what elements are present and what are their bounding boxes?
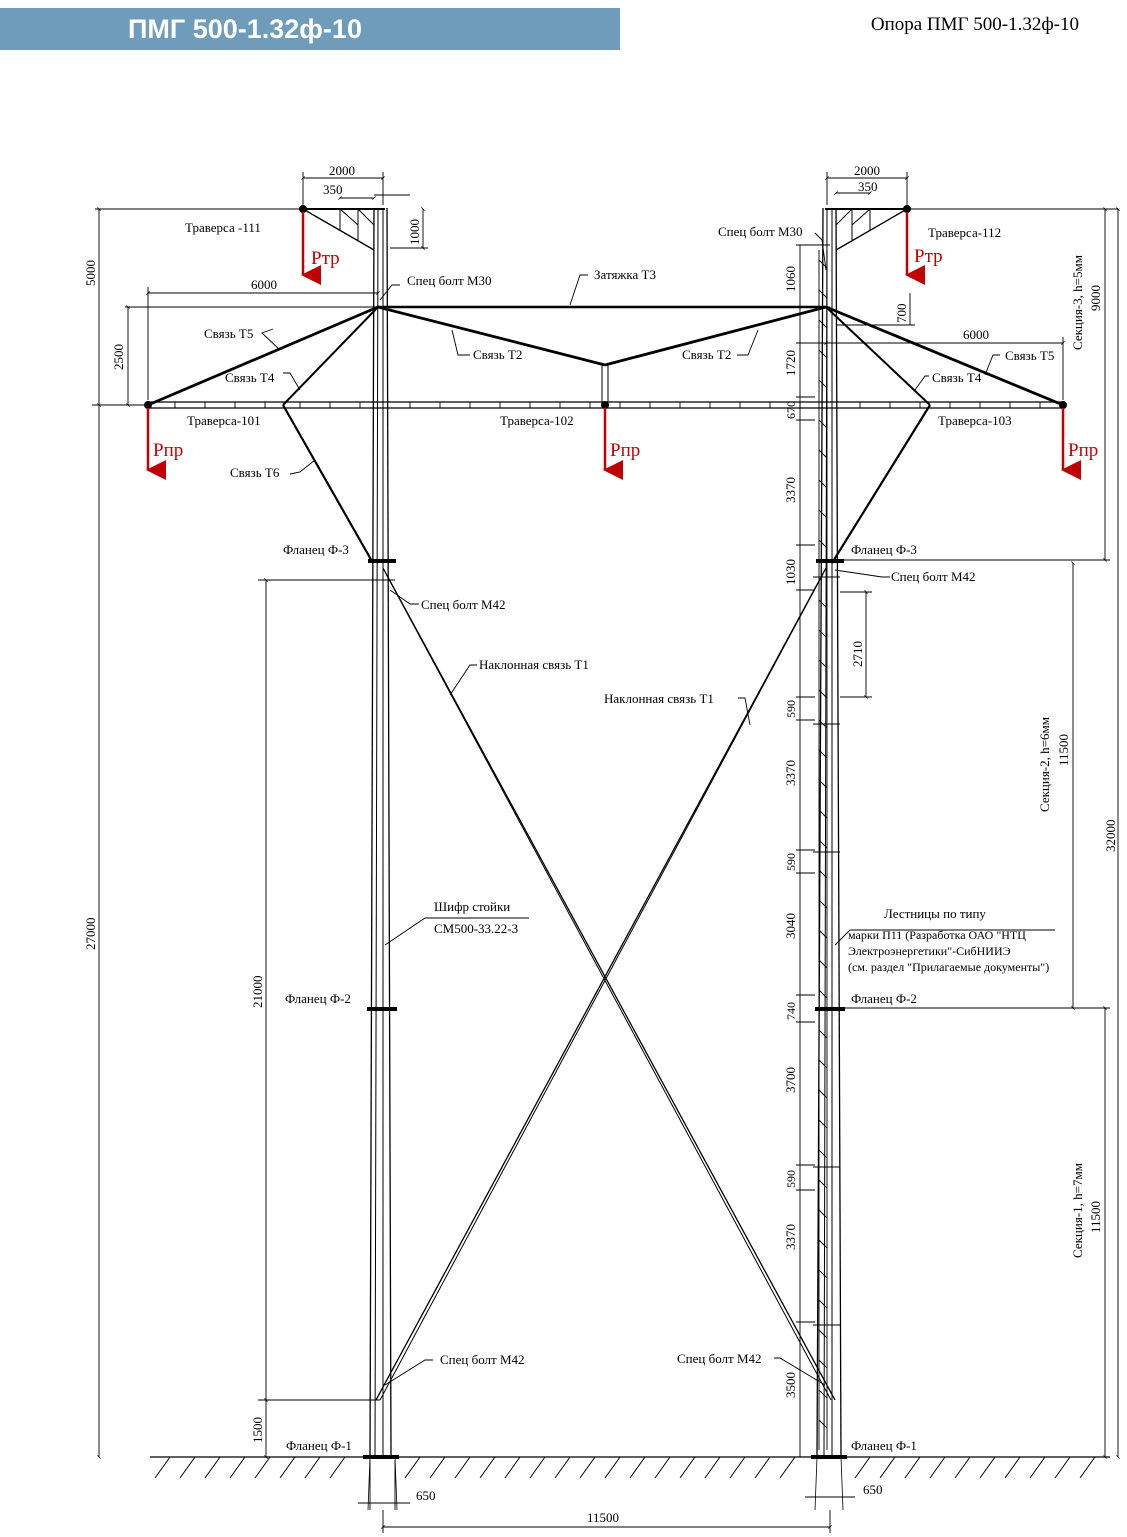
label-traverse-103: Траверса-103 [938, 413, 1012, 428]
label-flange-f1-right: Фланец Ф-1 [851, 1438, 917, 1453]
load-label-ppr-right: Рпр [1068, 440, 1098, 461]
label-section-3: Секция-3, h=5мм [1070, 255, 1085, 350]
label-section-2: Секция-2, h=6мм [1037, 717, 1052, 812]
load-arrows [146, 212, 1081, 480]
label-section-1: Секция-1, h=7мм [1070, 1163, 1085, 1258]
label-link-t4-left: Связь Т4 [225, 370, 275, 385]
dim-2710: 2710 [850, 641, 865, 667]
label-ladder-line-4: (см. раздел "Прилагаемые документы") [848, 960, 1049, 974]
label-ladder-title: Лестницы по типу [884, 906, 986, 921]
label-tie-t3: Затяжка Т3 [594, 267, 656, 282]
label-flange-f1-left: Фланец Ф-1 [286, 1438, 352, 1453]
label-link-t5-right: Связь Т5 [1005, 348, 1054, 363]
label-traverse-101: Траверса-101 [187, 413, 261, 428]
load-label-ppr-left: Рпр [153, 440, 183, 461]
label-link-t2-left: Связь Т2 [473, 347, 522, 362]
label-link-t4-right: Связь Т4 [932, 370, 982, 385]
dim-590-b: 590 [784, 853, 798, 871]
dim-32000: 32000 [1103, 820, 1118, 853]
dim-1060: 1060 [783, 266, 798, 292]
load-label-ptr-left: Ртр [311, 248, 340, 269]
ground [150, 1456, 1110, 1479]
dim-3500: 3500 [783, 1372, 798, 1398]
load-label-ptr-right: Ртр [914, 246, 943, 267]
label-post-code-value: СМ500-33.22-3 [434, 921, 518, 936]
dim-1030: 1030 [783, 559, 798, 585]
load-label-ppr-center: Рпр [610, 440, 640, 461]
label-traverse-112: Траверса-112 [928, 225, 1001, 240]
dim-1500: 1500 [250, 1417, 265, 1443]
dim-700: 700 [894, 304, 909, 324]
label-bolt-m30-left: Спец болт М30 [407, 273, 492, 288]
dim-1000: 1000 [407, 219, 422, 245]
dim-650-right: 650 [863, 1482, 883, 1497]
top-traverse-left [299, 205, 385, 251]
dim-590-c: 590 [784, 1170, 798, 1188]
title-band [0, 8, 620, 50]
page-title: ПМГ 500-1.32ф-10 [128, 14, 362, 44]
ladder [813, 250, 840, 1450]
label-link-t2-right: Связь Т2 [682, 347, 731, 362]
dimension-lines [92, 172, 1120, 1533]
dim-590-a: 590 [784, 700, 798, 718]
label-flange-f2-right: Фланец Ф-2 [851, 991, 917, 1006]
dim-9000: 9000 [1088, 285, 1103, 311]
dim-27000: 27000 [83, 918, 98, 951]
dim-2000-right: 2000 [854, 163, 880, 178]
dim-1720: 1720 [783, 350, 798, 376]
dim-650-left: 650 [416, 1488, 436, 1503]
dim-21000: 21000 [250, 976, 265, 1009]
label-traverse-102: Траверса-102 [500, 413, 574, 428]
dim-6000-left: 6000 [251, 277, 277, 292]
label-inclined-t1-right: Наклонная связь Т1 [604, 691, 714, 706]
label-post-code: Шифр стойки [434, 899, 510, 914]
right-post [811, 207, 847, 1511]
dim-6000-right: 6000 [963, 327, 989, 342]
document-label: Опора ПМГ 500-1.32ф-10 [870, 14, 1079, 35]
label-link-t5-left: Связь Т5 [204, 326, 253, 341]
leader-lines [261, 232, 1055, 1386]
dim-11500-section-2: 11500 [1056, 734, 1071, 766]
label-bolt-m30-right: Спец болт М30 [718, 224, 803, 239]
label-bolt-m42-right-bottom: Спец болт М42 [677, 1351, 762, 1366]
label-flange-f2-left: Фланец Ф-2 [285, 991, 351, 1006]
dim-11500-bottom: 11500 [587, 1510, 619, 1525]
label-flange-f3-left: Фланец Ф-3 [283, 542, 349, 557]
bracing [147, 305, 1064, 1401]
label-bolt-m42-right-top: Спец болт М42 [891, 569, 976, 584]
dim-350-right: 350 [858, 179, 878, 194]
top-traverse-right [825, 205, 911, 251]
dim-670: 670 [784, 401, 798, 419]
dim-2500: 2500 [111, 344, 126, 370]
left-post [363, 207, 399, 1511]
dim-3370-b: 3370 [783, 760, 798, 786]
label-inclined-t1-left: Наклонная связь Т1 [479, 657, 589, 672]
label-ladder-line-2: марки П11 (Разработка ОАО "НТЦ [848, 928, 1026, 942]
label-link-t6: Связь Т6 [230, 465, 280, 480]
dim-350-left: 350 [323, 182, 343, 197]
dim-5000: 5000 [83, 260, 98, 286]
label-traverse-111: Траверса -111 [185, 220, 261, 235]
dim-3040: 3040 [783, 913, 798, 939]
label-flange-f3-right: Фланец Ф-3 [851, 542, 917, 557]
dim-11500-section-1: 11500 [1088, 1201, 1103, 1233]
label-bolt-m42-left-bottom: Спец болт М42 [440, 1352, 525, 1367]
dim-3370-a: 3370 [783, 477, 798, 503]
dim-3370-c: 3370 [783, 1224, 798, 1250]
dim-2000-left: 2000 [329, 163, 355, 178]
label-ladder-line-3: Электроэнергетики"-СибНИИЭ [848, 944, 1011, 958]
dim-740: 740 [784, 1002, 798, 1020]
label-bolt-m42-left-top: Спец болт М42 [421, 597, 506, 612]
dim-3700: 3700 [783, 1067, 798, 1093]
